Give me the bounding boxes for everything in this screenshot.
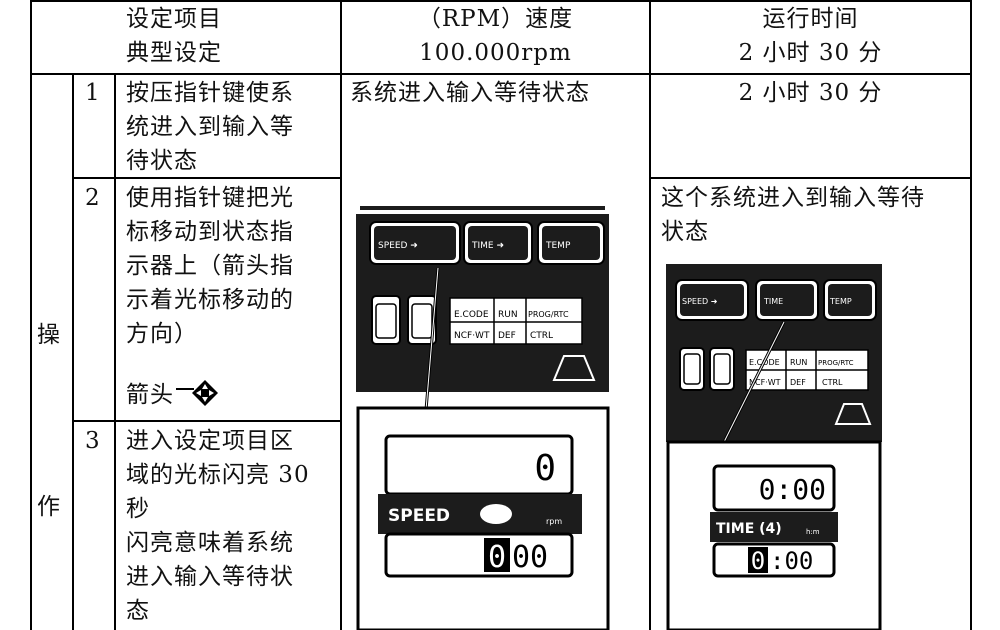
table-border-top [30, 0, 971, 2]
row-divider-1 [72, 177, 341, 179]
time-display-label: TIME (4) [716, 521, 782, 537]
row3-line2: 域的光标闪亮 30 [126, 462, 310, 488]
time-panel-illustration: SPEED ➜ TIME TEMP E.CODE NCF·WT RUN DEF … [666, 264, 882, 630]
row3-number: 3 [85, 428, 101, 454]
speed-panel-btn2: TIME ➜ [471, 241, 504, 251]
row2-time-line2: 状态 [661, 219, 709, 245]
row1-line3: 待状态 [126, 148, 198, 174]
row2-line4: 示着光标移动的 [126, 287, 294, 313]
row2-arrow-row: 箭头 [126, 378, 220, 412]
speed-display-unit: rpm [546, 517, 562, 526]
speed-tab3-top: PROG/RTC [528, 310, 569, 319]
speed-tab1-top: E.CODE [454, 310, 489, 320]
row3-line1: 进入设定项目区 [126, 428, 294, 454]
speed-display-label: SPEED [388, 506, 450, 526]
header-time-line2: 2 小时 30 分 [738, 40, 883, 66]
header-time-line1: 运行时间 [762, 6, 859, 32]
row1-time-text: 2 小时 30 分 [738, 80, 883, 106]
side-label-bottom: 作 [37, 494, 61, 520]
speed-tab3-bot: CTRL [530, 331, 553, 341]
row3-line5: 进入输入等待状 [126, 564, 294, 590]
row2-line1: 使用指针键把光 [126, 185, 294, 211]
row-divider-1-time [649, 177, 971, 179]
row2-line5: 方向） [126, 321, 198, 347]
speed-display-top: 0 [534, 448, 556, 489]
time-tab2-top: RUN [790, 358, 807, 367]
speed-tab2-top: RUN [498, 310, 518, 320]
row3-line4: 闪亮意味着系统 [126, 530, 294, 556]
speed-panel-btn1: SPEED ➜ [378, 241, 418, 251]
time-panel-btn2: TIME [763, 297, 783, 306]
col-divider-num [114, 73, 116, 630]
header-item-line1: 设定项目 [126, 6, 222, 32]
row1-line2: 统进入到输入等 [126, 114, 294, 140]
time-display-cursor: 0 [751, 547, 765, 575]
time-panel-btn1: SPEED ➜ [682, 297, 718, 306]
time-display-top: 0:00 [759, 473, 826, 506]
speed-display-rest: 00 [512, 540, 548, 575]
speed-tab1-bot: NCF·WT [454, 331, 490, 341]
row-divider-2 [72, 420, 341, 422]
time-panel-btn3: TEMP [829, 297, 852, 306]
col-divider-speed [649, 0, 651, 630]
side-label-top: 操 [37, 322, 61, 348]
header-speed-line2: 100.000rpm [419, 40, 572, 66]
row2-arrow-label: 箭头 [126, 382, 174, 408]
time-tab1-bot: NCF·WT [749, 378, 781, 387]
speed-display-cursor: 0 [488, 540, 506, 575]
speed-tab2-bot: DEF [498, 331, 516, 341]
time-tab3-top: PROG/RTC [818, 359, 854, 367]
header-item-line2: 典型设定 [126, 40, 222, 66]
speed-panel-illustration: SPEED ➜ TIME ➜ TEMP E.CODE NCF·WT RUN DE… [356, 202, 610, 630]
time-display-rest: :00 [770, 547, 813, 575]
row3-line3: 秒 [126, 496, 150, 522]
time-display-unit: h:m [806, 528, 820, 536]
speed-panel-btn3: TEMP [545, 241, 571, 251]
row2-line3: 示器上（箭头指 [126, 253, 294, 279]
arrow-keys-icon [176, 380, 220, 412]
time-tab3-bot: CTRL [822, 378, 843, 387]
row1-line1: 按压指针键使系 [126, 80, 294, 106]
row2-number: 2 [85, 185, 101, 211]
col-divider-item [340, 0, 342, 630]
header-divider [30, 73, 971, 75]
row2-time-line1: 这个系统进入到输入等待 [661, 185, 925, 211]
header-speed-line1: （RPM）速度 [417, 6, 574, 32]
table-border-left [30, 0, 32, 630]
col-divider-side [72, 73, 74, 630]
row1-speed-text: 系统进入输入等待状态 [350, 80, 590, 106]
table-border-right [970, 0, 972, 630]
row1-number: 1 [85, 80, 101, 106]
row2-line2: 标移动到状态指 [126, 219, 294, 245]
row3-line6: 态 [126, 598, 150, 624]
time-tab2-bot: DEF [790, 378, 806, 387]
